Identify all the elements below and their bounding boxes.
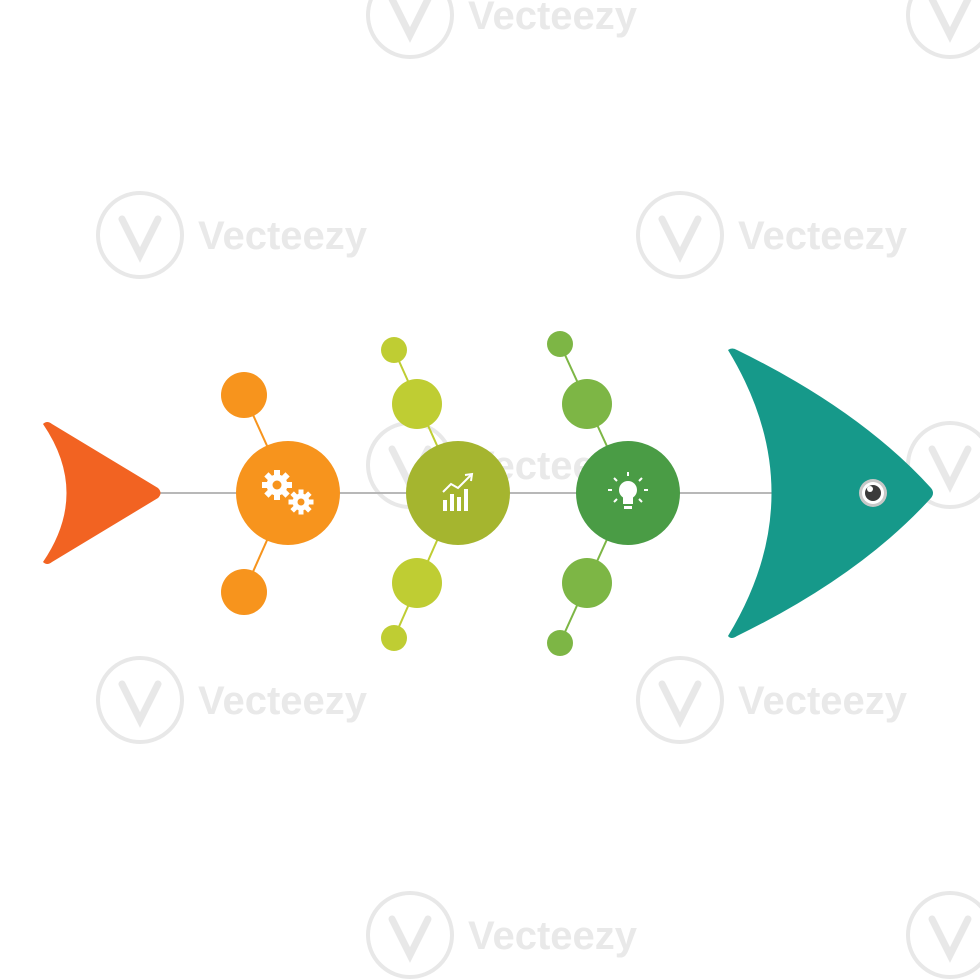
watermark-text: Vecteezy [198, 214, 368, 258]
bar-chart-icon [442, 472, 474, 511]
watermark-logo: Vecteezy [366, 891, 638, 979]
bone-node-small [547, 630, 573, 656]
watermark-logo: Vecteezy [96, 191, 368, 279]
bone-gears [221, 372, 340, 615]
fish-eye-highlight [867, 486, 873, 492]
bone-node [392, 558, 442, 608]
bone-node-small [381, 337, 407, 363]
bone-idea [547, 331, 680, 656]
fish-eye-pupil [865, 485, 881, 501]
fish-tail [43, 422, 161, 564]
watermark-text: Vecteezy [738, 214, 908, 258]
bone-node-small [547, 331, 573, 357]
bone-main-circle [406, 441, 510, 545]
watermark-text: Vecteezy [198, 679, 368, 723]
watermark-logo: Vecteezy [366, 0, 638, 59]
fish-head [728, 348, 933, 638]
bone-node [562, 558, 612, 608]
watermark-logo: Vecteezy [906, 891, 980, 979]
watermark-text: Vecteezy [738, 679, 908, 723]
watermark-logo: Vecteezy [636, 191, 908, 279]
watermark-logo: Vecteezy [906, 0, 980, 59]
bone-node-small [381, 625, 407, 651]
watermark-logo: Vecteezy [96, 656, 368, 744]
bone-chart [381, 337, 510, 651]
watermark-text: Vecteezy [468, 0, 638, 38]
bone-node [562, 379, 612, 429]
lightbulb-icon [608, 472, 648, 509]
gears-icon [262, 470, 314, 515]
bone-node [392, 379, 442, 429]
watermark-logo: Vecteezy [636, 656, 908, 744]
bone-node [221, 569, 267, 615]
bone-node [221, 372, 267, 418]
watermark-text: Vecteezy [468, 914, 638, 958]
